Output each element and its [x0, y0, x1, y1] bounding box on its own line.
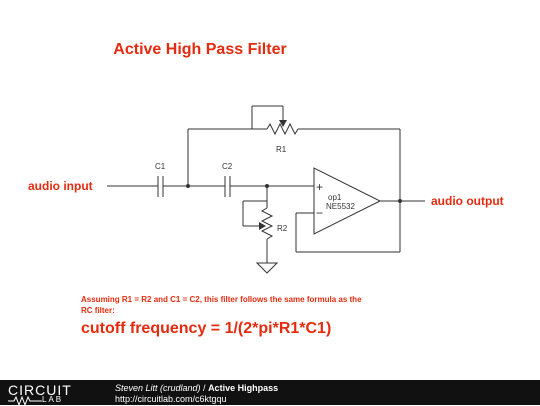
opamp-part-label: NE5532	[326, 202, 355, 211]
opamp-triangle	[313, 167, 382, 235]
c2-label: C2	[222, 162, 233, 171]
r2-label: R2	[277, 224, 288, 233]
logo-wordmark-top: CIRCUIT	[8, 382, 72, 398]
r1-label: R1	[276, 145, 287, 154]
circuit-diagram: audio input audio output C1 C2 R1 R2 op1…	[28, 105, 504, 274]
ground-symbol	[255, 262, 279, 274]
circuitlab-logo[interactable]: CIRCUIT LAB	[8, 382, 98, 406]
output-label: audio output	[431, 194, 504, 208]
project-title[interactable]: Active Highpass	[208, 383, 279, 393]
assumption-note: Assuming R1 = R2 and C1 = C2, this filte…	[81, 295, 362, 315]
page-title: Active High Pass Filter	[113, 41, 287, 58]
r2-resistor	[260, 207, 274, 240]
opamp-name-label: op1	[328, 193, 342, 202]
c1-label: C1	[155, 162, 166, 171]
junction-node	[186, 184, 190, 188]
input-label: audio input	[28, 179, 93, 193]
footer-bar: CIRCUIT LAB Steven Litt (crudland) / Act…	[0, 380, 540, 406]
plus-input-label: +	[316, 180, 323, 194]
author-link[interactable]: Steven Litt (crudland)	[115, 383, 201, 393]
logo-wordmark-bottom: LAB	[42, 395, 64, 404]
r1-resistor	[266, 122, 299, 136]
credit-line: Steven Litt (crudland) / Active Highpass	[115, 383, 278, 393]
resistor-logo-icon	[8, 396, 42, 406]
junction-node	[398, 199, 402, 203]
r1-wiper-arrow	[279, 120, 287, 127]
cutoff-formula: cutoff frequency = 1/(2*pi*R1*C1)	[81, 320, 332, 337]
credit-separator: /	[200, 383, 209, 393]
project-url[interactable]: http://circuitlab.com/c6ktgqu	[115, 394, 227, 404]
r2-wiper-arrow	[259, 222, 266, 230]
junction-node	[265, 184, 269, 188]
minus-input-label: −	[316, 206, 323, 220]
